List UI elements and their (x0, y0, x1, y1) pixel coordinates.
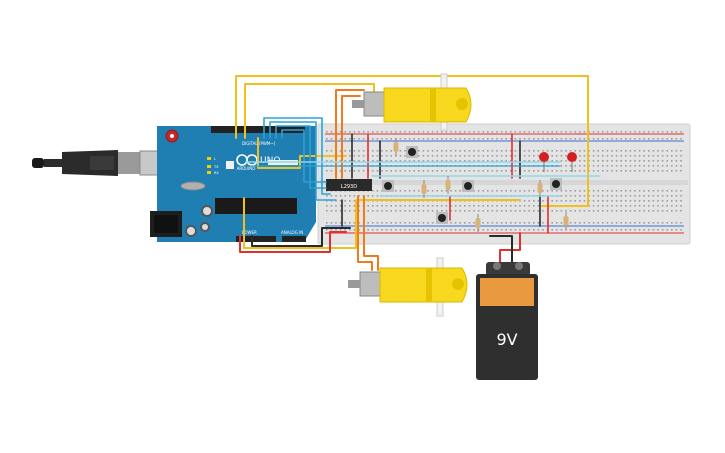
resistor-3 (445, 176, 451, 194)
dc-motor-bottom (348, 257, 468, 317)
wire-blue-4 (281, 129, 327, 183)
wire-orange-2 (341, 95, 361, 179)
dc-motor-top (352, 73, 472, 131)
wire-blue-2 (269, 121, 337, 201)
battery-9v: 9V (476, 262, 538, 380)
wire-orange-3 (357, 195, 373, 271)
wire-red-battery (499, 232, 521, 273)
resistor-5 (563, 212, 569, 230)
push-button-1 (406, 146, 418, 158)
breadboard (317, 123, 691, 245)
push-button-5 (550, 178, 562, 190)
push-button-3 (436, 212, 448, 224)
push-button-4 (462, 180, 474, 192)
analog-in-label: ANALOG IN (281, 230, 303, 235)
arduino-uno-board: ARDUINO UNO DIGITAL (PWM~) POWER ANALOG … (150, 126, 316, 242)
leds (539, 152, 577, 172)
arduino-brand-label: ARDUINO (237, 166, 256, 171)
resistor-6 (537, 180, 543, 196)
l293d-ic: L293D (326, 179, 372, 191)
ic-label: L293D (341, 184, 357, 190)
wire-orange-4 (363, 195, 379, 271)
rx-label: RX (214, 171, 219, 175)
wire-orange-1 (335, 89, 365, 179)
led-red-2 (567, 152, 577, 172)
wire-red-power (239, 231, 347, 253)
resistors (393, 138, 569, 232)
led-red-1 (539, 152, 549, 172)
wires (235, 75, 601, 273)
resistor-4 (475, 214, 481, 232)
resistor-2 (421, 180, 427, 198)
arduino-model-label: UNO (260, 156, 280, 166)
wire-yellow-top (235, 75, 589, 207)
wire-blue-3 (275, 125, 327, 189)
push-buttons (382, 146, 562, 224)
push-button-2 (382, 180, 394, 192)
wire-black-battery (489, 235, 513, 273)
usb-cable (32, 150, 161, 176)
wire-black-gnd (251, 227, 351, 247)
resistor-1 (393, 138, 399, 156)
wire-yellow-lower (243, 197, 521, 249)
l-led-label: L (214, 157, 216, 161)
battery-label: 9V (496, 330, 517, 349)
power-label: POWER (242, 230, 257, 235)
wire-blue-1 (263, 117, 331, 195)
tx-label: TX (213, 165, 219, 169)
